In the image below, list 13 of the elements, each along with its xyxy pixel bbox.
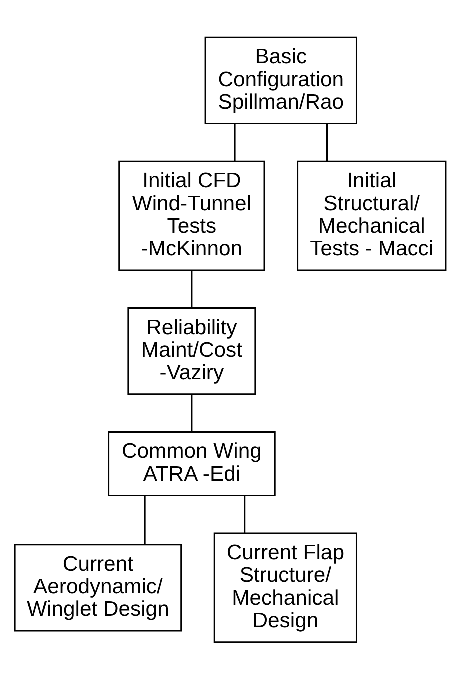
connector <box>326 124 328 162</box>
node-box: Initial CFD Wind-Tunnel Tests -McKinnon <box>118 160 265 272</box>
node-box: Initial Structural/ Mechanical Tests - Macci <box>296 160 446 272</box>
connector <box>234 124 236 162</box>
connector <box>244 496 246 534</box>
connector <box>190 394 192 432</box>
node-box: Reliability Maint/Cost -Vaziry <box>127 308 256 396</box>
connector <box>190 270 192 308</box>
connector <box>144 496 146 544</box>
node-box: Current Aerodynamic/ Winglet Design <box>14 544 182 632</box>
node-box: Current Flap Structure/ Mechanical Design <box>213 532 357 644</box>
node-box: Basic Configuration Spillman/Rao <box>204 36 357 125</box>
node-box: Common Wing ATRA -Edi <box>108 431 276 496</box>
